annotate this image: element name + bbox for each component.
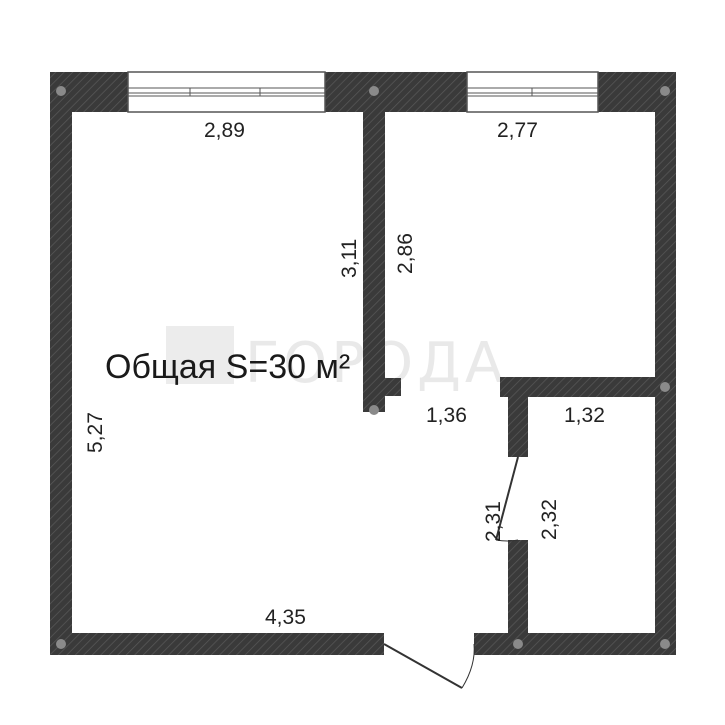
dimension-left-side: 5,27 xyxy=(84,412,107,453)
wall-bottom-right xyxy=(474,633,676,655)
total-area-label: Общая S=30 м² xyxy=(105,348,350,386)
entrance-door xyxy=(383,643,475,689)
dimension-small-room-right: 2,32 xyxy=(538,499,561,540)
dimension-partition-left: 3,11 xyxy=(338,239,361,278)
dimension-partition-right: 2,86 xyxy=(394,233,417,274)
wall-right xyxy=(655,72,676,655)
dimension-small-room-left: 2,31 xyxy=(482,501,505,542)
window-left xyxy=(127,71,326,113)
walls xyxy=(50,72,676,655)
dimension-bottom: 4,35 xyxy=(265,606,306,629)
dimension-top-right: 2,77 xyxy=(497,119,538,142)
wall-partition-vertical xyxy=(363,112,385,412)
wall-small-room-lower xyxy=(508,540,528,633)
dimension-top-left: 2,89 xyxy=(204,119,245,142)
dimension-small-room-width: 1,32 xyxy=(564,404,605,427)
wall-left xyxy=(50,72,72,655)
small-room-door xyxy=(495,456,519,542)
wall-partition-horizontal xyxy=(500,377,655,397)
wall-bottom-left xyxy=(50,633,384,655)
window-right xyxy=(466,71,599,113)
wall-nodes xyxy=(56,86,670,649)
dimension-corridor: 1,36 xyxy=(426,404,467,427)
wall-top-middle xyxy=(325,72,467,112)
wall-partition-stub xyxy=(385,378,401,396)
wall-small-room-upper xyxy=(508,397,528,457)
